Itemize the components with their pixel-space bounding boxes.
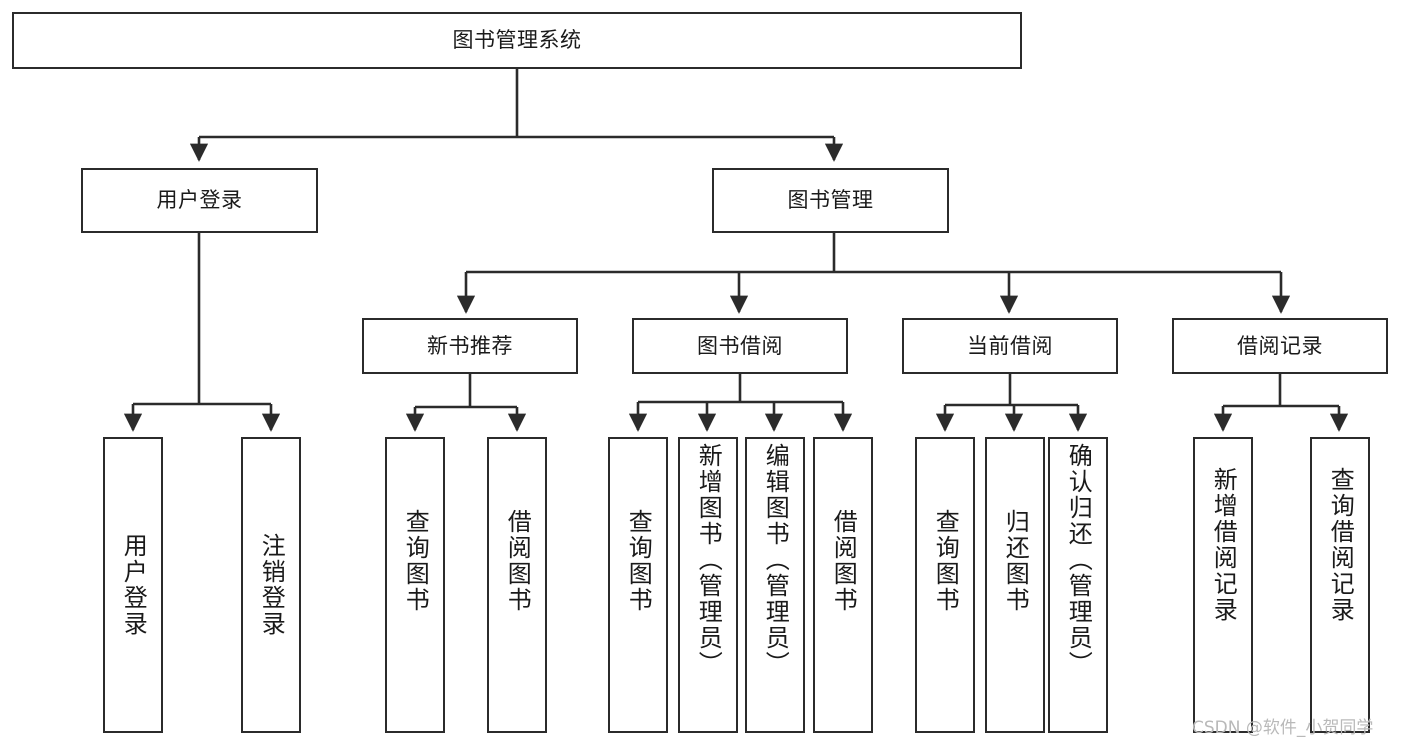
- node-user-login[interactable]: 用户登录: [81, 168, 318, 233]
- node-leaf-borrow-book-1[interactable]: 借阅图书: [487, 437, 547, 733]
- node-leaf-edit-book-label: 编辑图书（管理员）: [761, 443, 790, 677]
- node-leaf-borrow-book-2-label: 借阅图书: [829, 509, 858, 613]
- node-leaf-add-record[interactable]: 新增借阅记录: [1193, 437, 1253, 733]
- node-leaf-user-login[interactable]: 用户登录: [103, 437, 163, 733]
- node-leaf-borrow-book-1-label: 借阅图书: [503, 509, 532, 613]
- node-leaf-query-book-2[interactable]: 查询图书: [608, 437, 668, 733]
- node-book-management-label: 图书管理: [787, 188, 874, 213]
- node-root[interactable]: 图书管理系统: [12, 12, 1022, 69]
- node-root-label: 图书管理系统: [452, 28, 582, 53]
- node-leaf-query-record[interactable]: 查询借阅记录: [1310, 437, 1370, 733]
- node-leaf-query-record-label: 查询借阅记录: [1326, 467, 1355, 623]
- node-leaf-borrow-book-2[interactable]: 借阅图书: [813, 437, 873, 733]
- node-leaf-add-record-label: 新增借阅记录: [1209, 467, 1238, 623]
- node-book-borrow[interactable]: 图书借阅: [632, 318, 848, 374]
- node-leaf-user-logout-label: 注销登录: [257, 533, 286, 637]
- node-current-borrow-label: 当前借阅: [967, 333, 1053, 358]
- node-new-book-recommend[interactable]: 新书推荐: [362, 318, 578, 374]
- node-user-login-label: 用户登录: [156, 188, 243, 213]
- node-borrow-record-label: 借阅记录: [1237, 333, 1323, 358]
- node-borrow-record[interactable]: 借阅记录: [1172, 318, 1388, 374]
- node-leaf-add-book-label: 新增图书（管理员）: [694, 443, 723, 677]
- node-leaf-return-book-label: 归还图书: [1001, 509, 1030, 613]
- node-leaf-query-book-1[interactable]: 查询图书: [385, 437, 445, 733]
- node-leaf-query-book-2-label: 查询图书: [624, 509, 653, 613]
- node-leaf-return-book[interactable]: 归还图书: [985, 437, 1045, 733]
- node-book-borrow-label: 图书借阅: [697, 333, 783, 358]
- node-book-management[interactable]: 图书管理: [712, 168, 949, 233]
- node-leaf-query-book-1-label: 查询图书: [401, 509, 430, 613]
- node-leaf-user-logout[interactable]: 注销登录: [241, 437, 301, 733]
- node-leaf-user-login-label: 用户登录: [119, 533, 148, 637]
- node-leaf-query-book-3[interactable]: 查询图书: [915, 437, 975, 733]
- node-leaf-confirm-return-label: 确认归还（管理员）: [1064, 443, 1093, 677]
- node-new-book-recommend-label: 新书推荐: [427, 333, 513, 358]
- node-leaf-confirm-return[interactable]: 确认归还（管理员）: [1048, 437, 1108, 733]
- node-current-borrow[interactable]: 当前借阅: [902, 318, 1118, 374]
- node-leaf-add-book[interactable]: 新增图书（管理员）: [678, 437, 738, 733]
- node-leaf-edit-book[interactable]: 编辑图书（管理员）: [745, 437, 805, 733]
- node-leaf-query-book-3-label: 查询图书: [931, 509, 960, 613]
